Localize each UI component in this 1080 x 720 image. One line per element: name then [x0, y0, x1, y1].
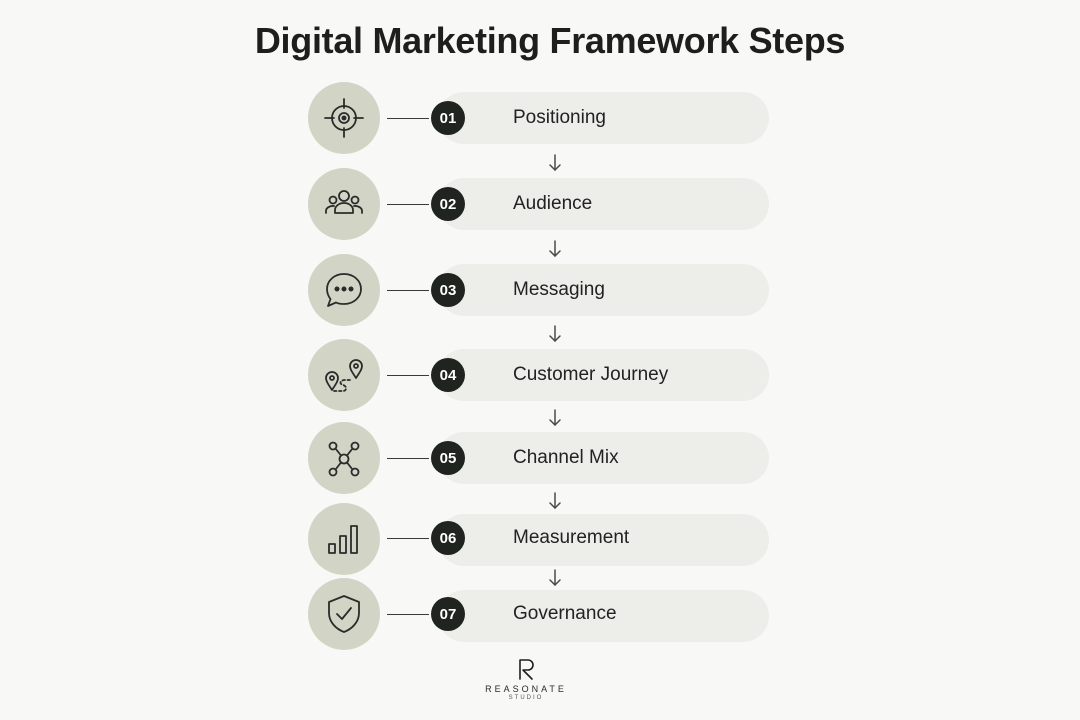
reasonate-logo-icon: [519, 659, 534, 680]
icon-circle: [308, 503, 380, 575]
step-pill: [438, 178, 769, 230]
step-number-badge: 05: [431, 441, 465, 475]
icon-circle: [308, 82, 380, 154]
diagram-title: Digital Marketing Framework Steps: [254, 20, 846, 61]
step-label: Governance: [513, 603, 617, 624]
brand-logo: REASONATE STUDIO: [484, 657, 568, 701]
step-pill: [438, 514, 769, 566]
step-pill: [438, 349, 769, 401]
step-number-badge: 07: [431, 597, 465, 631]
brand-subtitle: STUDIO: [508, 695, 544, 701]
step-number-badge: 04: [431, 358, 465, 392]
people-icon: [325, 190, 363, 214]
down-arrow-icon: [549, 569, 561, 587]
connector-line: [387, 458, 429, 459]
down-arrow-icon: [549, 492, 561, 510]
step-label: Messaging: [513, 279, 605, 300]
icon-circle: [308, 168, 380, 240]
map-route-icon: [325, 359, 363, 392]
down-arrow-icon: [549, 325, 561, 343]
network-icon: [328, 441, 360, 477]
step-number-badge: 06: [431, 521, 465, 555]
step-label: Audience: [513, 193, 593, 214]
down-arrow-icon: [549, 240, 561, 258]
connector-line: [387, 538, 429, 539]
brand-name: REASONATE: [485, 684, 567, 694]
connector-line: [387, 118, 429, 119]
step-label: Customer Journey: [513, 364, 669, 385]
connector-line: [387, 375, 429, 376]
step-pill: [438, 92, 769, 144]
icon-circle: [308, 422, 380, 494]
icon-circle: [308, 339, 380, 411]
down-arrow-icon: [549, 154, 561, 172]
icon-circle: [308, 578, 380, 650]
step-number-badge: 01: [431, 101, 465, 135]
step-label: Measurement: [513, 527, 630, 548]
step-number-badge: 02: [431, 187, 465, 221]
connector-line: [387, 204, 429, 205]
step-pill: [438, 264, 769, 316]
shield-check-icon: [328, 595, 360, 633]
bar-chart-icon: [328, 525, 358, 554]
icon-circle: [308, 254, 380, 326]
connector-line: [387, 290, 429, 291]
target-icon: [324, 98, 364, 138]
chat-bubble-icon: [326, 273, 362, 307]
step-number-badge: 03: [431, 273, 465, 307]
step-pill: [438, 590, 769, 642]
step-label: Channel Mix: [513, 447, 619, 468]
step-label: Positioning: [513, 107, 606, 128]
down-arrow-icon: [549, 409, 561, 427]
connector-line: [387, 614, 429, 615]
step-pill: [438, 432, 769, 484]
